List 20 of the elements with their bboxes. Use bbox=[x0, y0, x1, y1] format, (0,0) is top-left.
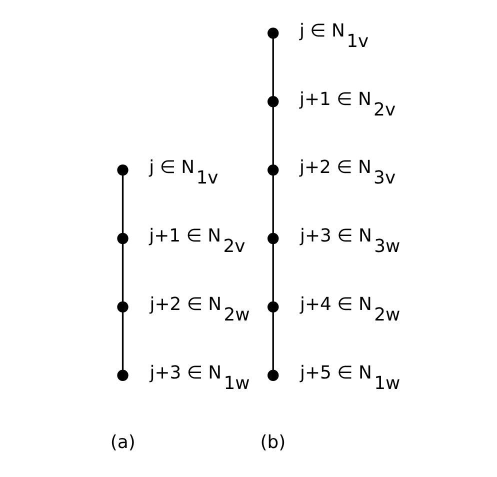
node-circle bbox=[267, 370, 278, 381]
node-circle bbox=[116, 370, 128, 381]
connector bbox=[121, 312, 124, 370]
connector bbox=[121, 244, 124, 302]
connector bbox=[272, 38, 274, 96]
node-circle bbox=[116, 232, 128, 244]
connector bbox=[272, 106, 274, 165]
node-circle bbox=[116, 301, 128, 313]
connector bbox=[272, 244, 274, 302]
connector bbox=[272, 312, 274, 370]
node-circle bbox=[116, 164, 128, 176]
label: (b) bbox=[260, 432, 286, 454]
connector bbox=[272, 175, 274, 234]
label: (a) bbox=[110, 432, 135, 454]
node-circle bbox=[267, 301, 278, 313]
node-circle bbox=[267, 232, 278, 244]
node-circle bbox=[267, 96, 278, 108]
node-circle bbox=[267, 28, 278, 39]
connector bbox=[121, 175, 124, 234]
node-circle bbox=[267, 164, 278, 176]
